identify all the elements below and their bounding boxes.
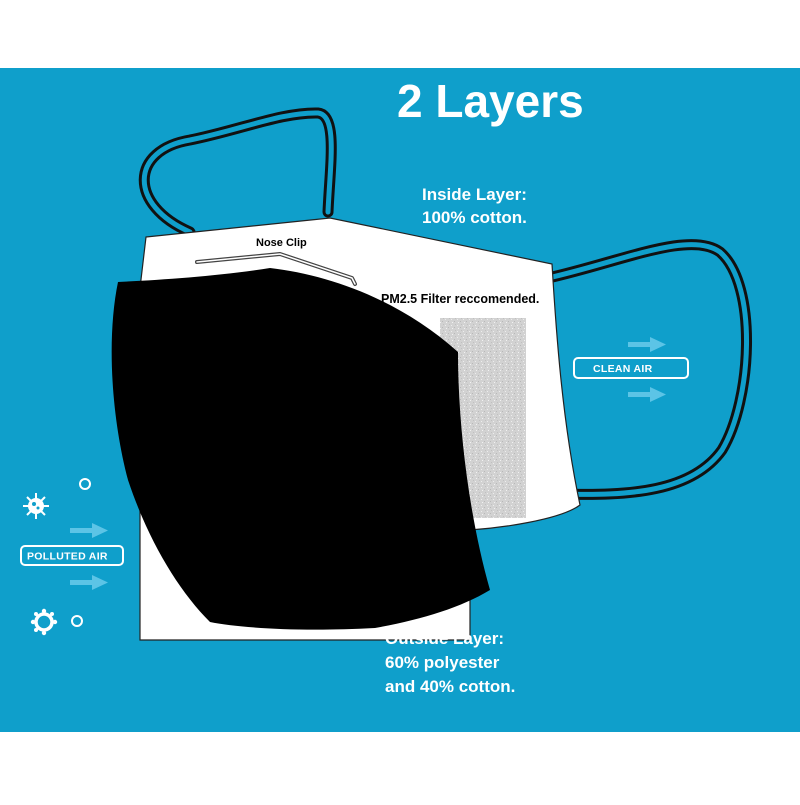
pollutant-bubble-icon	[79, 478, 91, 490]
polluted-air-label: POLLUTED AIR	[27, 551, 108, 563]
outside-layer-material-2: and 40% cotton.	[385, 677, 515, 696]
clean-air-label: CLEAN AIR	[593, 363, 653, 375]
polluted-air-badge	[20, 545, 124, 566]
inside-layer-material: 100% cotton.	[422, 208, 527, 227]
clean-air-arrow-bottom	[628, 387, 666, 402]
filter-label: PM2.5 Filter reccomended.	[381, 292, 539, 306]
outside-layer-title: Outside Layer:	[385, 629, 504, 648]
germ-icon	[30, 608, 58, 636]
germ-bubble-icon	[71, 615, 83, 627]
outside-layer-material-1: 60% polyester	[385, 653, 500, 672]
clean-air-arrow-top	[628, 337, 666, 352]
nose-clip-label: Nose Clip	[256, 237, 307, 249]
polluted-air-arrow-2	[70, 575, 108, 590]
polluted-air-arrow	[70, 523, 108, 538]
title: 2 Layers	[397, 75, 584, 127]
outer-layer	[111, 268, 490, 630]
pollutant-particle-icon	[23, 493, 49, 519]
clean-air-badge	[573, 357, 689, 379]
inside-layer-title: Inside Layer:	[422, 185, 527, 204]
